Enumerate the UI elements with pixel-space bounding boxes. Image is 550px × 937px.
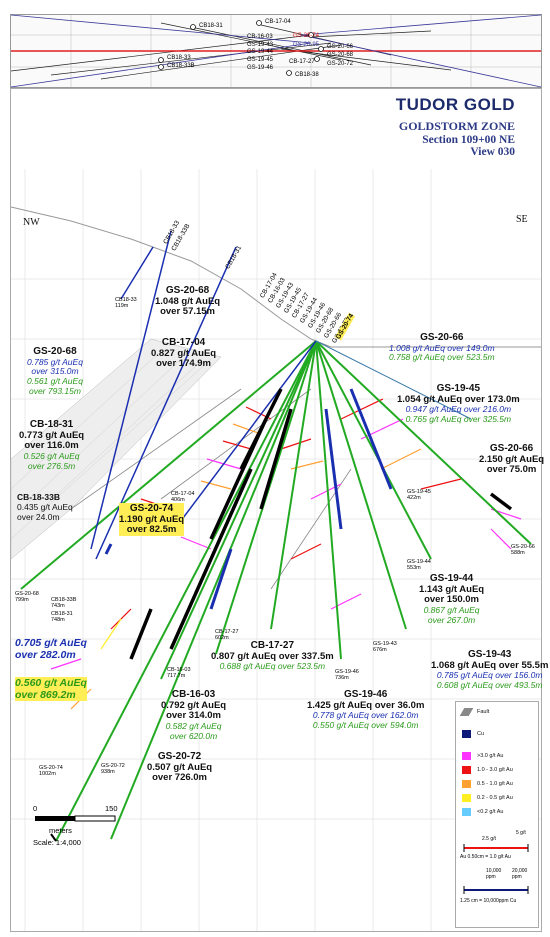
plan-label: GS-19-43 <box>247 42 274 48</box>
legend-fault: Fault <box>459 708 489 716</box>
plan-label: GS-19-46 <box>247 65 274 71</box>
grade-swatch <box>462 780 471 788</box>
plan-view: CB18-31 CB-17-04 CB-16-03 GS-20-74 GS-19… <box>10 14 542 88</box>
grade-swatch <box>462 766 471 774</box>
scale-units: meters <box>49 826 72 835</box>
plan-label: GS-20-95 <box>293 42 320 48</box>
intercept-callout: CB-17-04 0.827 g/t AuEq over 174.9m <box>151 337 217 370</box>
scale-ratio: Scale: 1:4,000 <box>33 838 81 847</box>
plan-label: CB18-38 <box>295 72 319 78</box>
legend: Fault Cu >3.0 g/t Au 1.0 - 3.0 g/t Au 0.… <box>455 701 539 928</box>
intercept-callout: CB-17-27 0.807 g/t AuEq over 337.5m 0.68… <box>211 640 334 672</box>
legend-grade: 0.2 - 0.5 g/t Au <box>462 794 513 802</box>
tudor-gold-logo: TUDOR GOLD <box>395 95 515 114</box>
plan-label: GS-19-45 <box>247 57 274 63</box>
plan-label: CB-17-04 <box>265 19 291 25</box>
intercept-callout: GS-19-45 1.054 g/t AuEq over 173.0m 0.94… <box>397 383 520 425</box>
scale-max: 150 <box>105 804 118 813</box>
plan-label: GS-20-68 <box>327 52 354 58</box>
scale-bar: 0 150 meters Scale: 1:4,000 <box>33 804 133 847</box>
brand-block: TUDOR GOLD GOLDSTORM ZONE Section 109+00… <box>396 95 515 158</box>
plan-label: CB18-31 <box>199 23 223 29</box>
intercept-callout: CB-18-33B 0.435 g/t AuEq over 24.0m <box>17 492 73 522</box>
legend-grade: 1.0 - 3.0 g/t Au <box>462 766 513 774</box>
section-title: Section 109+00 NE <box>422 134 515 146</box>
scale-bar-graphic <box>35 815 116 822</box>
plan-label: GS-19-44 <box>247 49 274 55</box>
intercept-callout: GS-19-43 1.068 g/t AuEq over 55.5m 0.785… <box>431 649 549 691</box>
legend-cu: Cu <box>462 730 484 738</box>
plan-label: CB-17-27 <box>289 59 315 65</box>
legend-grade: >3.0 g/t Au <box>462 752 503 760</box>
intercept-callout: GS-20-66 2.150 g/t AuEq over 75.0m <box>479 443 545 476</box>
intercept-callout: GS-20-68 0.785 g/t AuEq over 315.0m 0.56… <box>27 346 83 396</box>
intercept-callout-large: 0.705 g/t AuEq over 282.0m 0.560 g/t AuE… <box>15 637 87 702</box>
cu-note: 1.25 cm = 10,000ppm Cu <box>460 898 517 904</box>
intercept-callout: CB-18-31 0.773 g/t AuEq over 116.0m 0.52… <box>19 419 85 472</box>
au-note: Au 0.50cm = 1.0 g/t Au <box>460 854 511 860</box>
grade-swatch <box>462 808 471 816</box>
cu-scale-graphic <box>463 886 529 894</box>
plan-label: CB18-33 <box>167 55 191 61</box>
plan-label: GS-20-72 <box>327 61 354 67</box>
direction-se: SE <box>516 214 528 225</box>
intercept-callout: GS-20-66 1.008 g/t AuEq over 149.0m 0.75… <box>389 332 495 363</box>
intercept-callout: GS-20-68 1.048 g/t AuEq over 57.15m <box>155 285 221 318</box>
au-scale-label: 2.5 g/t <box>482 836 496 842</box>
au-max-label: 5 g/t <box>516 830 526 836</box>
intercept-callout: GS-19-46 1.425 g/t AuEq over 36.0m 0.778… <box>307 689 425 731</box>
plan-label: GS-20-74 <box>293 33 320 39</box>
plan-label: CB-16-03 <box>247 34 273 40</box>
scale-zero: 0 <box>33 804 38 813</box>
cu-swatch <box>462 730 471 738</box>
legend-grade: <0.2 g/t Au <box>462 808 503 816</box>
intercept-callout: GS-20-72 0.507 g/t AuEq over 726.0m <box>147 751 213 784</box>
grade-swatch <box>462 752 471 760</box>
direction-nw: NW <box>23 217 40 228</box>
cu-scale-b: 20,000 ppm <box>512 868 528 880</box>
intercept-callout: CB-16-03 0.792 g/t AuEq over 314.0m 0.58… <box>161 689 227 742</box>
intercept-callout-highlight: GS-20-74 1.190 g/t AuEq over 82.5m <box>119 503 185 537</box>
plan-label: CB18-33B <box>167 63 195 69</box>
legend-grade: 0.5 - 1.0 g/t Au <box>462 780 513 788</box>
au-scale-graphic <box>463 844 529 852</box>
plan-label: GS-20-66 <box>327 44 354 50</box>
grade-swatch <box>462 794 471 802</box>
zone-title: GOLDSTORM ZONE <box>398 119 515 133</box>
view-title: View 030 <box>470 146 515 158</box>
section-drawing <box>10 169 541 931</box>
cu-scale-a: 10,000 ppm <box>486 868 502 880</box>
intercept-callout: GS-19-44 1.143 g/t AuEq over 150.0m 0.86… <box>419 573 485 626</box>
cross-section: TUDOR GOLD GOLDSTORM ZONE Section 109+00… <box>10 88 548 932</box>
fault-swatch <box>459 708 474 716</box>
plan-view-drawing <box>10 14 542 88</box>
